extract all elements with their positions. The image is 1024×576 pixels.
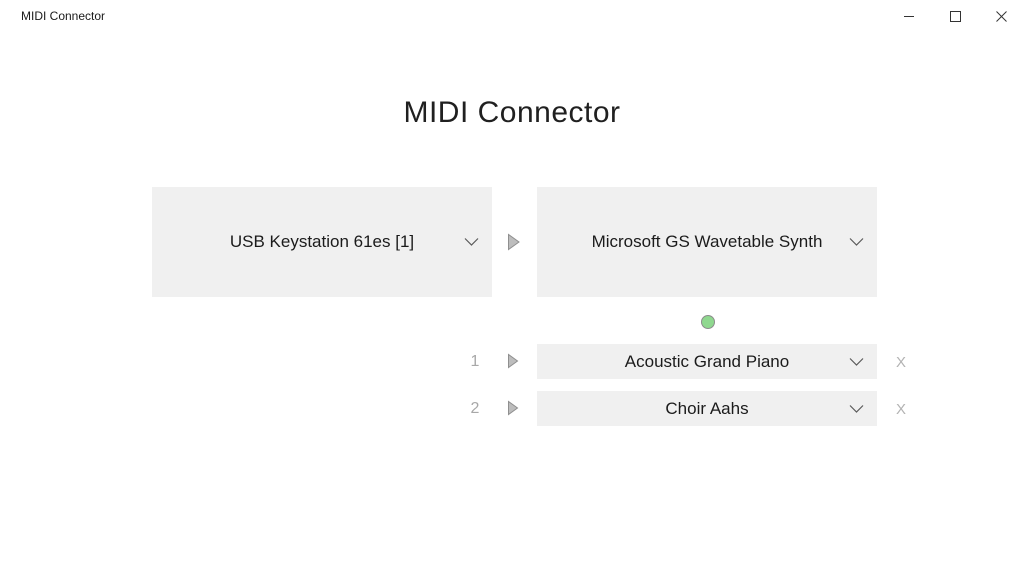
minimize-icon (904, 15, 914, 17)
close-icon (995, 10, 1007, 22)
channel-number: 2 (470, 400, 480, 417)
channel-2-instrument-label: Choir Aahs (665, 398, 749, 418)
window-title: MIDI Connector (21, 9, 106, 23)
channel-play-arrow-icon (507, 353, 519, 369)
maximize-button[interactable] (932, 0, 978, 32)
flow-arrow-icon (507, 233, 521, 251)
close-button[interactable] (978, 0, 1024, 32)
maximize-icon (949, 10, 961, 22)
midi-input-device-dropdown[interactable]: USB Keystation 61es [1] (152, 187, 492, 297)
channel-1-instrument-dropdown[interactable]: Acoustic Grand Piano (537, 344, 877, 379)
window-controls (886, 0, 1024, 32)
midi-output-device-label: Microsoft GS Wavetable Synth (591, 232, 823, 251)
channel-number: 1 (470, 353, 480, 370)
chevron-down-icon (849, 404, 864, 413)
titlebar: MIDI Connector (0, 0, 1024, 32)
channel-play-arrow-icon (507, 400, 519, 416)
connection-status-indicator (701, 315, 715, 329)
chevron-down-icon (849, 357, 864, 366)
channel-1-instrument-label: Acoustic Grand Piano (624, 351, 790, 371)
chevron-down-icon (464, 238, 479, 247)
channel-2-remove-button[interactable]: X (891, 399, 911, 419)
midi-output-device-dropdown[interactable]: Microsoft GS Wavetable Synth (537, 187, 877, 297)
channel-2-instrument-dropdown[interactable]: Choir Aahs (537, 391, 877, 426)
minimize-button[interactable] (886, 0, 932, 32)
page-title: MIDI Connector (403, 96, 621, 129)
midi-input-device-label: USB Keystation 61es [1] (229, 232, 415, 251)
chevron-down-icon (849, 238, 864, 247)
channel-1-remove-button[interactable]: X (891, 352, 911, 372)
